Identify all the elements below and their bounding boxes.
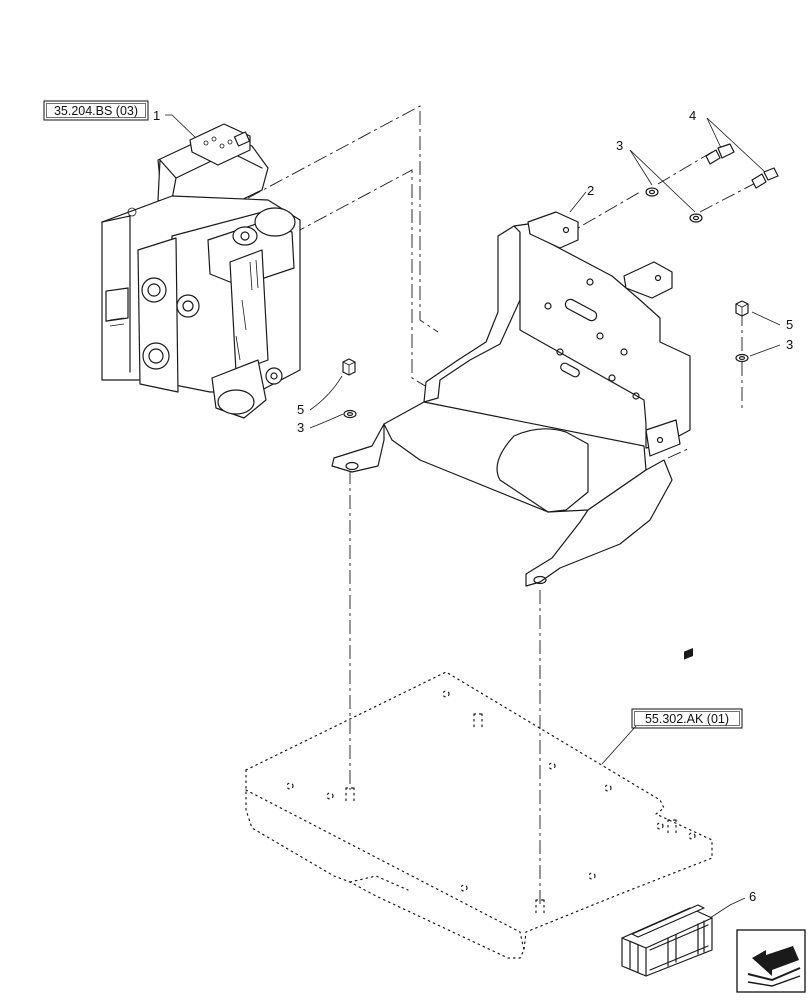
nut-left[interactable] [342, 358, 356, 376]
callout-2: 2 [587, 183, 594, 198]
washer-top-1[interactable] [645, 187, 659, 197]
callout-1: 1 [153, 108, 160, 123]
mounting-bracket[interactable] [331, 211, 691, 587]
washer-left[interactable] [343, 409, 357, 419]
assembly-lines [247, 105, 766, 908]
reference-text-55-302-ak: 55.302.AK (01) [645, 712, 729, 726]
leader-lines [165, 114, 781, 919]
callout-3-left: 3 [297, 420, 304, 435]
callout-4: 4 [689, 108, 696, 123]
nut-right[interactable] [735, 300, 749, 317]
kit-box-icon[interactable] [621, 648, 713, 977]
reference-label-35-204-bs[interactable]: 35.204.BS (03) [43, 100, 149, 121]
callout-labels: 1 2 3 4 5 3 5 3 6 [153, 108, 793, 904]
reference-label-55-302-ak[interactable]: 55.302.AK (01) [631, 708, 743, 729]
callout-6: 6 [749, 889, 756, 904]
reference-text-35-204-bs: 35.204.BS (03) [54, 104, 138, 118]
bolt-top-1[interactable] [705, 143, 735, 165]
washer-right[interactable] [735, 353, 749, 363]
arrow-icon[interactable] [736, 929, 806, 993]
washer-top-2[interactable] [689, 213, 703, 223]
bolt-top-2[interactable] [751, 167, 779, 189]
callout-3-top: 3 [616, 138, 623, 153]
callout-5-left: 5 [297, 402, 304, 417]
callout-5-right: 5 [786, 317, 793, 332]
callout-3-right: 3 [786, 337, 793, 352]
control-valve[interactable] [101, 123, 301, 419]
base-plate-reference [245, 671, 713, 959]
